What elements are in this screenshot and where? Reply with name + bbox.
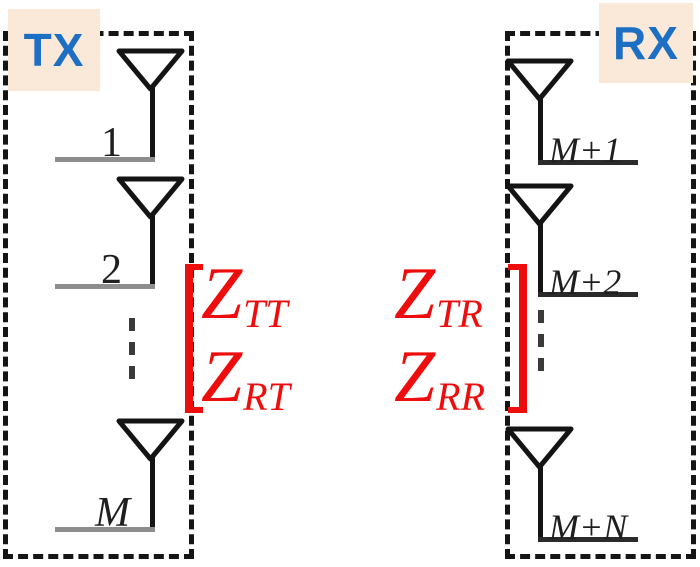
rx-label: RX (599, 3, 693, 83)
rx-antenna-m2: M+2 (505, 183, 640, 302)
antenna-feed-line (538, 160, 638, 165)
antenna-mast (150, 214, 155, 286)
antenna-mast (538, 96, 543, 162)
tx-antenna-m: M (55, 418, 185, 536)
antenna-icon (116, 418, 185, 462)
antenna-mast (538, 464, 543, 539)
matrix-entry-base: Z (201, 336, 243, 418)
antenna-icon (505, 183, 574, 227)
antenna-label: M+1 (549, 130, 622, 170)
antenna-label: 2 (101, 247, 122, 293)
matrix-entry-base: Z (201, 253, 243, 335)
rx-ellipsis (538, 310, 544, 372)
antenna-icon (505, 58, 574, 102)
antenna-feed-line (55, 527, 155, 532)
matrix-entry-subscript: TR (436, 291, 483, 336)
matrix-entry-subscript: TT (243, 291, 288, 336)
antenna-mast (538, 221, 543, 294)
tx-ellipsis (129, 318, 135, 380)
matrix-left-bracket (185, 264, 203, 413)
antenna-label: M (95, 490, 130, 536)
antenna-icon (505, 426, 574, 470)
antenna-feed-line (55, 284, 155, 289)
matrix-entry-zrt: ZRT (201, 340, 290, 417)
antenna-feed-line (538, 292, 638, 297)
matrix-entry-zrr: ZRR (394, 340, 485, 417)
tx-antenna-2: 2 (55, 176, 185, 293)
rx-antenna-mn: M+N (505, 426, 640, 547)
antenna-mast (150, 456, 155, 529)
matrix-entry-base: Z (394, 336, 436, 418)
matrix-entry-ztt: ZTT (201, 257, 288, 334)
matrix-entry-ztr: ZTR (394, 257, 483, 334)
antenna-label: M+2 (549, 262, 622, 302)
antenna-mast (150, 86, 155, 159)
antenna-label: 1 (101, 120, 122, 166)
antenna-icon (116, 48, 185, 92)
tx-label: TX (8, 9, 100, 91)
rx-antenna-m1: M+1 (505, 58, 640, 170)
tx-antenna-1: 1 (55, 48, 185, 166)
antenna-feed-line (538, 537, 638, 542)
matrix-right-bracket (508, 264, 527, 413)
matrix-entry-subscript: RR (436, 374, 486, 419)
antenna-label: M+N (549, 507, 628, 547)
matrix-entry-subscript: RT (243, 374, 290, 419)
antenna-icon (116, 176, 185, 220)
antenna-feed-line (55, 157, 155, 162)
matrix-entry-base: Z (394, 253, 436, 335)
